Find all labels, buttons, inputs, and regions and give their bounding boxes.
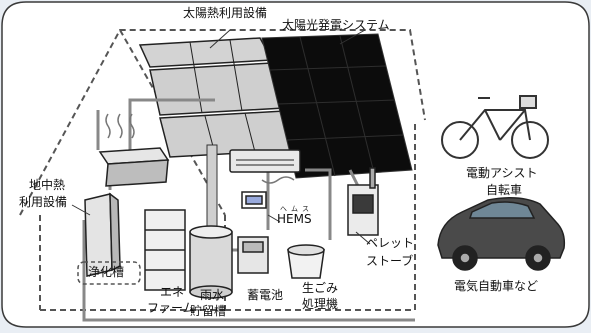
septic-tank-box xyxy=(77,261,141,285)
label-photovoltaic: 太陽光発電システム xyxy=(282,18,390,32)
e-bike-illustration xyxy=(441,95,549,159)
label-ene-farm-2: ファーム xyxy=(147,301,195,315)
pipes xyxy=(82,98,415,322)
solar-thermal-panels xyxy=(138,37,297,158)
label-rainwater-2: 貯留槽 xyxy=(190,304,227,318)
label-hems-ruby: へムス xyxy=(280,205,313,213)
label-e-bike-1: 電動アシスト xyxy=(466,166,538,180)
squiggle-vents xyxy=(105,113,135,139)
hems-panel xyxy=(241,191,267,209)
rainwater-tank xyxy=(189,225,233,299)
downspout xyxy=(206,144,218,236)
pv-panels xyxy=(261,33,413,179)
geothermal-unit xyxy=(84,192,121,277)
label-storage-battery: 蓄電池 xyxy=(247,288,284,302)
storage-battery xyxy=(237,236,269,274)
pellet-stove xyxy=(347,167,379,236)
leader-lines xyxy=(71,29,371,245)
label-ene-farm-1: エネ xyxy=(160,285,185,299)
label-rainwater-1: 雨水 xyxy=(200,288,225,302)
label-geothermal-2: 利用設備 xyxy=(19,195,68,209)
label-garbage-processor-2: 処理機 xyxy=(302,297,339,311)
water-heater-box xyxy=(98,147,170,187)
label-e-bike-2: 自転車 xyxy=(486,183,523,197)
label-garbage-processor-1: 生ごみ xyxy=(302,281,339,295)
label-geothermal-1: 地中熱 xyxy=(29,178,66,192)
label-pellet-stove-2: ストーブ xyxy=(366,254,414,268)
label-hems: HEMS xyxy=(277,212,312,226)
label-solar-thermal: 太陽熱利用設備 xyxy=(183,6,268,20)
ev-illustration xyxy=(437,197,566,271)
garbage-processor xyxy=(287,244,325,279)
air-conditioner xyxy=(229,149,301,184)
label-septic-tank: 浄化槽 xyxy=(88,265,125,279)
label-pellet-stove-1: ペレット xyxy=(366,236,415,250)
ene-farm-unit xyxy=(144,209,186,291)
label-ev: 電気自動車など xyxy=(454,279,539,293)
pv-grid xyxy=(269,35,404,177)
